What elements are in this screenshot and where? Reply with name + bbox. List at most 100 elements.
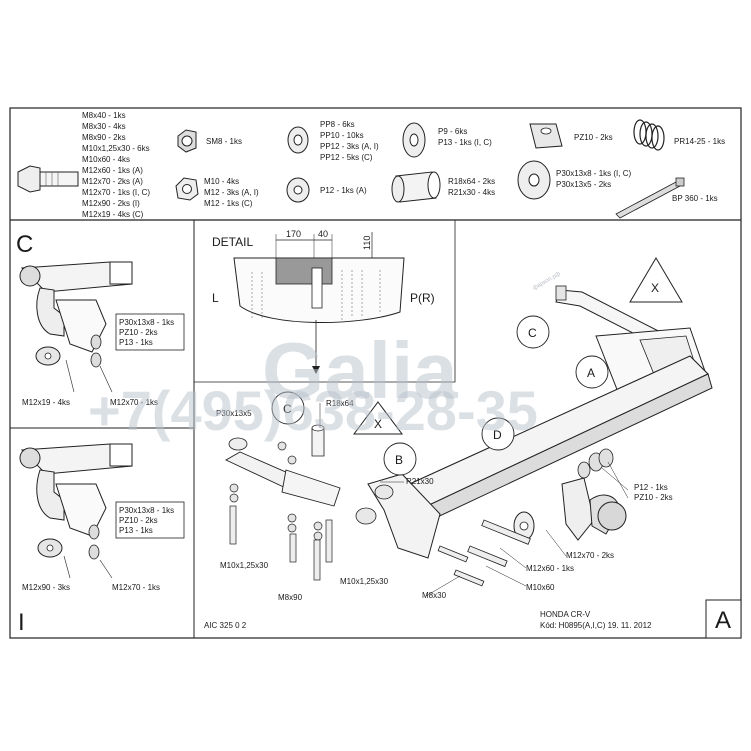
bolt-spec: M12x60 - 1ks (A) [82,166,143,175]
watermark: Galia +7(495)638-28-35 фаркоп.рф [88,271,562,442]
svg-text:P30x13x8 - 1ks (I, C): P30x13x8 - 1ks (I, C) [556,169,631,178]
thick-washer-icon [402,122,426,158]
label-m10-left: M10x1,25x30 [220,561,269,570]
spring-label: PR14-25 - 1ks [674,137,725,146]
label-m8x30: M8x30 [422,591,447,600]
dim-110: 110 [362,236,372,250]
detail-view: DETAIL 170 40 110 L P(R) [212,229,435,374]
washer-spec: PP10 - 10ks [320,131,364,140]
bolt-spec: M12x90 - 2ks (I) [82,199,140,208]
panel-i-label-left: M12x90 - 3ks [22,583,70,592]
panel-c-note: P30x13x8 - 1ks [119,318,174,327]
panel-i-letter: I [18,609,25,636]
washer-p12-icon [286,177,310,203]
detail-title: DETAIL [212,235,253,249]
warning-mark-right: X [651,281,659,295]
callout-a-label: A [587,366,595,380]
svg-text:M8x90 - 2ks: M8x90 - 2ks [82,133,126,142]
washer-spec: PP12 - 3ks (A, I) [320,142,379,151]
hardware-panel: M8x40 - 1ks M8x30 - 4ks M8x90 - 2ks M10x… [17,111,725,219]
svg-text:M10 - 4ks: M10 - 4ks [204,177,239,186]
warning-triangle-icon [353,401,403,435]
round-spacer-icon [517,160,551,200]
bolt-spec: M10x60 - 4ks [82,155,130,164]
panel-c-label-left: M12x19 - 4ks [22,398,70,407]
svg-text:M12x19 - 4ks (C): M12x19 - 4ks (C) [82,210,144,219]
svg-text:M10x1,25x30 - 6ks: M10x1,25x30 - 6ks [82,144,150,153]
spacer-spec: P30x13x8 - 1ks (I, C) [556,169,631,178]
panel-i-label-right: M12x70 - 1ks [112,583,160,592]
washer-spec: PP8 - 6ks [320,120,355,129]
svg-text:P30x13x8 - 1ks: P30x13x8 - 1ks [119,506,174,515]
pz10-label: PZ10 - 2ks [574,133,613,142]
nut-sm8-label: SM8 - 1ks [206,137,242,146]
panel-i-note: P13 - 1ks [119,526,153,535]
svg-text:P9 - 6ks: P9 - 6ks [438,127,467,136]
label-p12: P12 - 1ks [634,483,668,492]
warning-triangle-icon [629,257,683,303]
callout-c-left-label: C [283,402,292,416]
corner-box [705,599,742,639]
callout-c-main-label: C [528,326,537,340]
label-m8x90: M8x90 [278,593,303,602]
callout-b-label: B [395,453,403,467]
panel-c-note: P13 - 1ks [119,338,153,347]
washer-spec: P9 - 6ks [438,127,467,136]
self-locking-nut-icon [177,129,197,153]
detail-left: L [212,291,219,305]
panel-i: P30x13x8 - 1ks PZ10 - 2ks P13 - 1ks M12x… [18,443,185,636]
panel-c-note-box [115,313,185,351]
warning-mark-left: X [374,417,382,431]
panel-i-note: P30x13x8 - 1ks [119,506,174,515]
flat-washer-icon [287,126,309,154]
drawing-code: Kód: H0895(A,I,C) 19. 11. 2012 [540,621,652,630]
callout-b [383,442,417,476]
svg-text:P30x13x8 - 1ks: P30x13x8 - 1ks [119,318,174,327]
label-m10-mid: M10x1,25x30 [340,577,389,586]
panel-c-note: PZ10 - 2ks [119,328,158,337]
label-m12x70: M12x70 - 2ks [566,551,614,560]
panel-i-note: PZ10 - 2ks [119,516,158,525]
bolt-spec: M8x90 - 2ks [82,133,126,142]
main-assembly: C A D B C X X P30x13x5 R18x64 R21x30 M10… [204,257,742,639]
label-pz10: PZ10 - 2ks [634,493,673,502]
svg-text:PZ10 - 2ks: PZ10 - 2ks [119,328,158,337]
svg-text:P13 - 1ks (I, C): P13 - 1ks (I, C) [438,138,492,147]
spacer-block-icon [529,123,563,149]
bolt-spec: M8x30 - 4ks [82,122,126,131]
callout-d [481,417,515,451]
svg-text:PP10 - 10ks: PP10 - 10ks [320,131,364,140]
bolt-spec: M10x1,25x30 - 6ks [82,144,150,153]
nut-spec: M10 - 4ks [204,177,239,186]
svg-text:M8x30 - 4ks: M8x30 - 4ks [82,122,126,131]
washer-spec: P13 - 1ks (I, C) [438,138,492,147]
spacer-spec: P30x13x5 - 2ks [556,180,611,189]
bolt-spec: M12x70 - 2ks (A) [82,177,143,186]
corner-letter: A [715,607,731,634]
svg-text:M12x70 - 2ks (A): M12x70 - 2ks (A) [82,177,143,186]
washer-spec: PP12 - 5ks (C) [320,153,373,162]
detail-frame [194,220,456,383]
svg-text:PP8 - 6ks: PP8 - 6ks [320,120,355,129]
svg-text:M12 - 3ks (A, I): M12 - 3ks (A, I) [204,188,259,197]
detail-right: P(R) [410,291,435,305]
watermark-brand: Galia [262,326,458,415]
callout-a [575,355,609,389]
svg-text:PP12 - 3ks (A, I): PP12 - 3ks (A, I) [320,142,379,151]
drawing-number: AIC 325 0 2 [204,621,247,630]
tube-spec: R21x30 - 4ks [448,188,495,197]
nut-spec: M12 - 1ks (C) [204,199,253,208]
label-r21: R21x30 [406,477,434,486]
callout-c-main [516,315,550,349]
svg-text:P30x13x5 - 2ks: P30x13x5 - 2ks [556,180,611,189]
bolt-spec: M12x19 - 4ks (C) [82,210,144,219]
panel-c-label-right: M12x70 - 1ks [110,398,158,407]
hex-nut-icon [175,177,199,201]
label-m12x60: M12x60 - 1ks [526,564,574,573]
svg-text:PZ10 - 2ks: PZ10 - 2ks [119,516,158,525]
vehicle-model: HONDA CR-V [540,610,591,619]
spring-icon [633,119,665,151]
bolt-spec: M12x70 - 1ks (I, C) [82,188,150,197]
callout-d-label: D [493,428,502,442]
